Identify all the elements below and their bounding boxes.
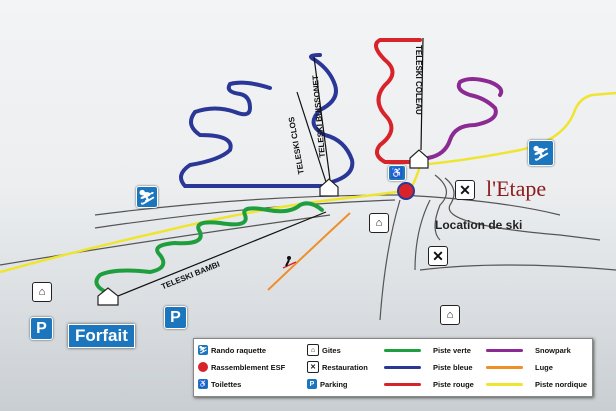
yellow-line-swatch (486, 382, 523, 386)
hut-icon (409, 149, 429, 169)
legend-label: Rassemblement ESF (211, 362, 286, 372)
ticket-office-label: Forfait (68, 324, 135, 348)
legend-snowpark: Snowpark (486, 343, 571, 357)
piste-rouge[interactable] (374, 38, 422, 164)
legend-luge: Luge (486, 360, 553, 374)
legend-label: Luge (535, 362, 553, 372)
lift-buissonet-line (313, 56, 331, 181)
road (0, 214, 331, 266)
toilets-icon: ♿ (198, 379, 208, 389)
legend-rouge: Piste rouge (384, 377, 474, 391)
parking-icon: P (30, 317, 53, 340)
legend-label: Gites (322, 345, 341, 355)
restaurant-name: l'Etape (486, 176, 547, 201)
parking-icon: P (307, 379, 317, 389)
road (444, 177, 601, 241)
legend-bleue: Piste bleue (384, 360, 473, 374)
legend: ⛷Rando raquette Rassemblement ESF ♿Toile… (193, 338, 593, 397)
legend-nordique: Piste nordique (486, 377, 587, 391)
gite-icon: ⌂ (369, 213, 389, 233)
gite-icon: ⌂ (307, 344, 319, 356)
hut-icon (319, 178, 339, 197)
legend-toilettes: ♿Toilettes (198, 377, 241, 391)
road (414, 199, 431, 271)
restaurant-icon: ✕ (428, 246, 448, 266)
piste-bleue-buissonet[interactable] (309, 53, 355, 184)
legend-restauration: ✕Restauration (307, 360, 368, 374)
lift-label-coleau: TELESKI COLEAU (414, 45, 423, 115)
legend-gites: ⌂Gites (307, 343, 341, 357)
restaurant-icon: ✕ (307, 361, 319, 373)
lift-stations (97, 149, 429, 306)
piste-verte[interactable] (94, 201, 324, 295)
restaurant-icon: ✕ (455, 180, 475, 200)
red-line-swatch (384, 382, 421, 386)
toilets-icon: ♿ (388, 165, 406, 181)
legend-label: Piste verte (433, 345, 471, 355)
legend-label: Rando raquette (211, 345, 267, 355)
road (419, 264, 616, 271)
snowshoe-icon: ⛷ (198, 345, 208, 355)
nordic-ski-icon: ⛷ (528, 140, 554, 166)
legend-verte: Piste verte (384, 343, 471, 357)
skier-icon (282, 256, 297, 269)
gite-icon: ⌂ (440, 305, 460, 325)
piste-luge[interactable] (267, 212, 351, 291)
purple-line-swatch (486, 348, 523, 352)
legend-label: Piste bleue (433, 362, 473, 372)
green-line-swatch (384, 348, 421, 352)
esf-icon (198, 362, 208, 372)
gite-icon: ⌂ (32, 282, 52, 302)
road (434, 174, 447, 241)
legend-label: Toilettes (211, 379, 242, 389)
orange-line-swatch (486, 365, 523, 369)
ski-rental-label: Location de ski (435, 218, 523, 232)
parking-icon: P (164, 306, 187, 329)
lift-bambi-line (107, 211, 327, 301)
esf-icon (397, 182, 415, 200)
road (379, 199, 401, 321)
lift-lines (107, 37, 424, 301)
legend-label: Piste rouge (433, 379, 474, 389)
legend-label: Parking (320, 379, 348, 389)
hut-icon (97, 287, 119, 306)
snowshoe-icon: ⛷ (136, 186, 158, 208)
legend-rando: ⛷Rando raquette (198, 343, 266, 357)
snowpark[interactable] (426, 77, 504, 160)
legend-label: Piste nordique (535, 379, 588, 389)
legend-label: Snowpark (535, 345, 571, 355)
blue-line-swatch (384, 365, 421, 369)
piste-bleue-clos[interactable] (179, 80, 330, 188)
legend-esf: Rassemblement ESF (198, 360, 285, 374)
lift-coleau-line (420, 37, 424, 151)
legend-label: Restauration (322, 362, 368, 372)
lift-clos-line (296, 91, 327, 183)
